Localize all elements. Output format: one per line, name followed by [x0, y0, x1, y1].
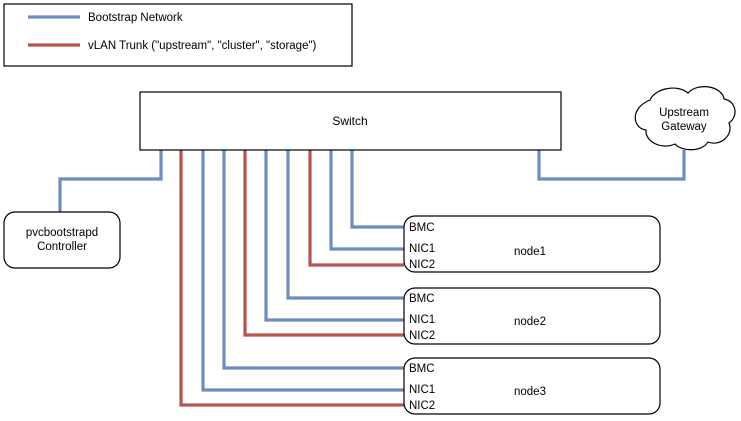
node-node2[interactable]: BMC NIC1 NIC2 node2	[403, 287, 661, 345]
upstream-gateway-node[interactable]: Upstream Gateway	[634, 86, 736, 151]
link-switch-to-node1-nic1	[329, 150, 404, 251]
link-switch-to-gateway	[537, 150, 686, 181]
link-switch-to-node3-nic1	[201, 150, 404, 392]
controller-node[interactable]: pvcbootstrapd Controller	[3, 211, 121, 269]
node1-port-bmc-label: BMC	[409, 222, 435, 234]
link-switch-to-node1-bmc	[350, 150, 404, 229]
link-switch-to-node2-nic2	[243, 150, 404, 337]
legend: Bootstrap Network vLAN Trunk ("upstream"…	[3, 3, 353, 67]
node3-port-nic2-label: NIC2	[409, 400, 435, 412]
cable-layer	[58, 150, 686, 407]
link-switch-to-controller	[58, 150, 163, 213]
node-node3[interactable]: BMC NIC1 NIC2 node3	[403, 357, 661, 415]
link-switch-to-node2-nic1	[264, 150, 404, 322]
legend-label-bootstrap-network: Bootstrap Network	[88, 12, 183, 24]
node2-box[interactable]	[403, 287, 661, 345]
node1-port-nic1-label: NIC1	[409, 243, 435, 255]
link-switch-to-node3-bmc	[222, 150, 404, 370]
legend-label-vlan-trunk: vLAN Trunk ("upstream", "cluster", "stor…	[88, 40, 317, 52]
node3-name-label: node3	[514, 386, 546, 398]
controller-box[interactable]	[3, 211, 121, 269]
switch-node[interactable]: Switch	[139, 91, 562, 151]
node1-box[interactable]	[403, 215, 661, 273]
node2-port-nic2-label: NIC2	[409, 330, 435, 342]
switch-label: Switch	[332, 114, 367, 128]
node3-box[interactable]	[403, 357, 661, 415]
node3-port-bmc-label: BMC	[409, 363, 435, 375]
node-node1[interactable]: BMC NIC1 NIC2 node1	[403, 215, 661, 273]
node1-name-label: node1	[514, 246, 546, 258]
switch-box[interactable]	[139, 91, 562, 151]
node2-name-label: node2	[514, 316, 546, 328]
legend-panel	[3, 3, 353, 67]
link-switch-to-node3-nic2	[179, 150, 404, 407]
node2-port-bmc-label: BMC	[409, 293, 435, 305]
gateway-cloud-shape[interactable]	[634, 86, 736, 151]
controller-label-line2: Controller	[37, 241, 87, 253]
link-switch-to-node2-bmc	[286, 150, 404, 300]
controller-label-line1: pvcbootstrapd	[26, 227, 98, 239]
gateway-label-line2: Gateway	[661, 121, 707, 133]
gateway-label-line1: Upstream	[659, 107, 709, 119]
link-switch-to-node1-nic2	[308, 150, 404, 267]
node2-port-nic1-label: NIC1	[409, 314, 435, 326]
node3-port-nic1-label: NIC1	[409, 384, 435, 396]
node1-port-nic2-label: NIC2	[409, 259, 435, 271]
